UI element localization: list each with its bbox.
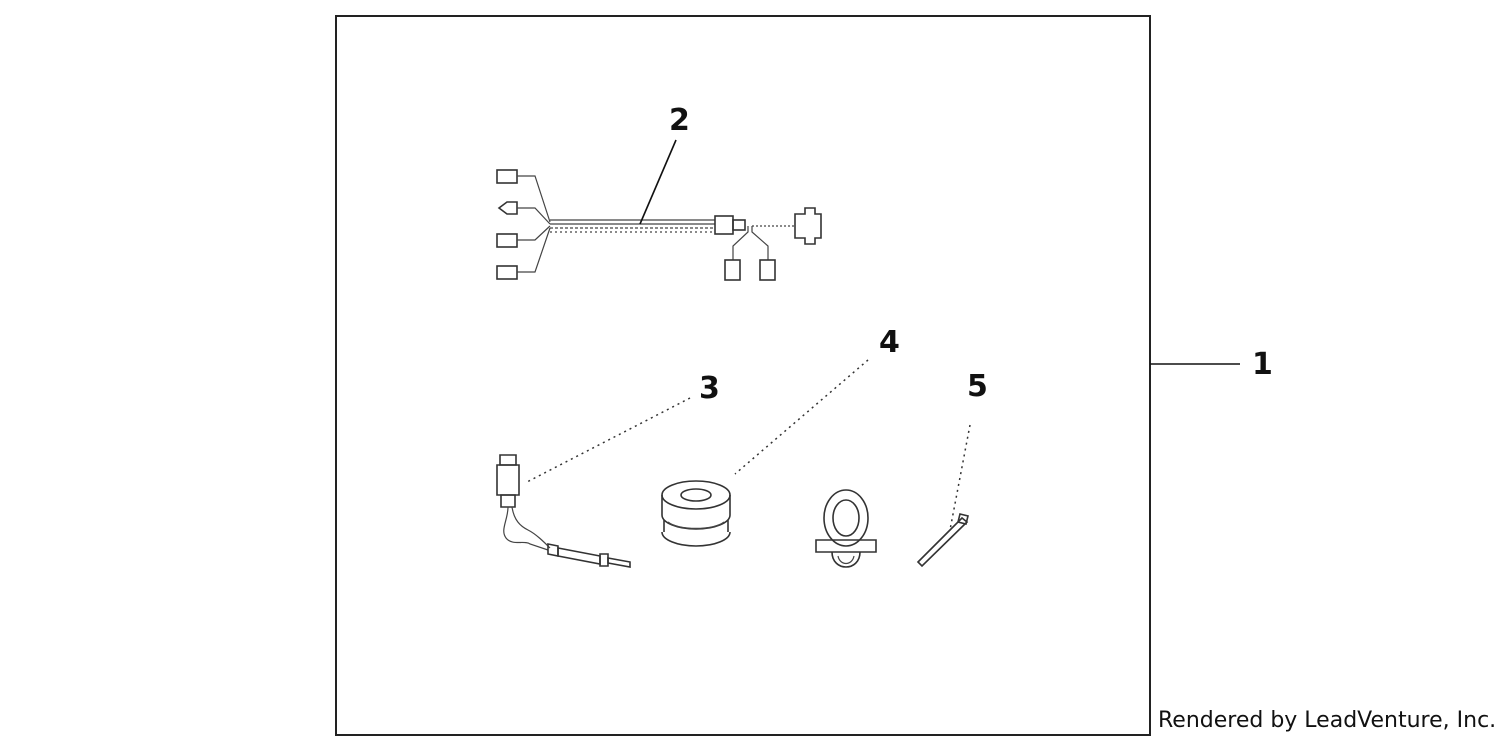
callout-3[interactable]: 3 — [699, 371, 720, 406]
callout-3-leader — [526, 397, 691, 483]
rubber-spacer-part[interactable] — [661, 480, 731, 547]
pin-part[interactable] — [916, 513, 969, 568]
callout-1[interactable]: 1 — [1252, 347, 1273, 382]
clamp-part[interactable] — [815, 489, 877, 568]
kit-frame — [335, 15, 1151, 736]
callout-4-leader — [734, 359, 869, 475]
callout-4[interactable]: 4 — [879, 325, 900, 360]
credit-text: Rendered by LeadVenture, Inc. — [1158, 708, 1497, 733]
wire-harness-part[interactable] — [496, 169, 822, 281]
sensor-part[interactable] — [496, 454, 631, 568]
callout-2[interactable]: 2 — [669, 103, 690, 138]
callout-5[interactable]: 5 — [967, 369, 988, 404]
callout-2-leader — [639, 139, 677, 225]
